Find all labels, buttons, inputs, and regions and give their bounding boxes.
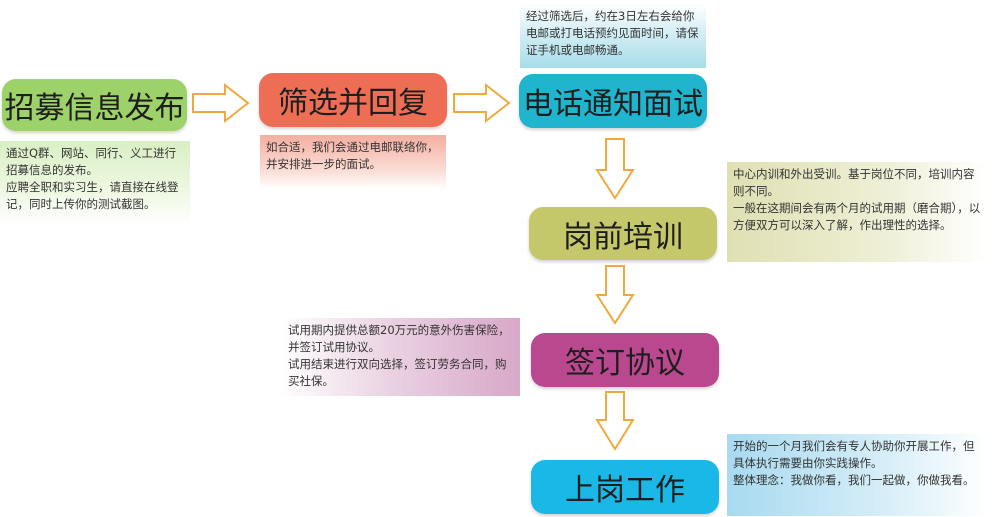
arrow-right-1: [192, 82, 250, 124]
arrow-right-2: [453, 82, 511, 124]
step-sign-agreement-label: 签订协议: [565, 346, 685, 381]
note-start-work-line-2: 整体理念：我做你看，我们一起做，你做我看。: [733, 473, 975, 487]
step-sign-agreement: 签订协议: [531, 333, 719, 387]
note-pre-job-training: 中心内训和外出受训。基于岗位不同，培训内容则不同。 一般在这期间会有两个月的试用…: [727, 162, 989, 262]
step-recruit-publish: 招募信息发布: [2, 79, 187, 131]
step-pre-job-training: 岗前培训: [529, 207, 717, 260]
note-phone-interview: 经过筛选后，约在3日左右会给你电邮或打电话预约见面时间，请保证手机或电邮畅通。: [520, 4, 706, 68]
step-pre-job-training-label: 岗前培训: [563, 219, 683, 255]
step-start-work-label: 上岗工作: [565, 473, 685, 508]
note-recruit-publish-line-1: 通过Q群、网站、同行、义工进行招募信息的发布。: [6, 146, 177, 177]
step-phone-interview-label: 电话通知面试: [523, 87, 703, 122]
step-start-work: 上岗工作: [531, 460, 719, 514]
note-screen-reply: 如合适，我们会通过电邮联络你，并安排进一步的面试。: [260, 135, 446, 189]
step-phone-interview: 电话通知面试: [519, 74, 707, 128]
step-recruit-publish-label: 招募信息发布: [4, 91, 185, 126]
note-start-work: 开始的一个月我们会有专人协助你开展工作，但具体执行需要由你实践操作。 整体理念：…: [727, 434, 989, 516]
note-pre-job-training-line-1: 中心内训和外出受训。基于岗位不同，培训内容则不同。: [733, 167, 975, 198]
note-sign-agreement: 试用期内提供总额20万元的意外伤害保险，并签订试用协议。 试用结束进行双向选择，…: [282, 318, 520, 396]
note-start-work-line-1: 开始的一个月我们会有专人协助你开展工作，但具体执行需要由你实践操作。: [733, 439, 975, 470]
arrow-down-3: [595, 391, 635, 451]
note-sign-agreement-line-2: 试用结束进行双向选择，签订劳务合同，购买社保。: [288, 357, 507, 388]
note-phone-interview-line-1: 经过筛选后，约在3日左右会给你电邮或打电话预约见面时间，请保证手机或电邮畅通。: [526, 9, 699, 57]
note-recruit-publish-line-2: 应聘全职和实习生，请直接在线登记，同时上传你的测试截图。: [6, 180, 179, 211]
note-sign-agreement-line-1: 试用期内提供总额20万元的意外伤害保险，并签订试用协议。: [288, 323, 510, 354]
note-recruit-publish: 通过Q群、网站、同行、义工进行招募信息的发布。 应聘全职和实习生，请直接在线登记…: [0, 141, 190, 225]
arrow-down-2: [595, 265, 635, 325]
note-screen-reply-line-1: 如合适，我们会通过电邮联络你，并安排进一步的面试。: [266, 140, 439, 171]
step-screen-reply: 筛选并回复: [259, 73, 447, 127]
note-pre-job-training-line-2: 一般在这期间会有两个月的试用期（磨合期），以方便双方可以深入了解，作出理性的选择…: [733, 201, 981, 232]
step-screen-reply-label: 筛选并回复: [278, 86, 428, 121]
arrow-down-1: [595, 138, 635, 200]
